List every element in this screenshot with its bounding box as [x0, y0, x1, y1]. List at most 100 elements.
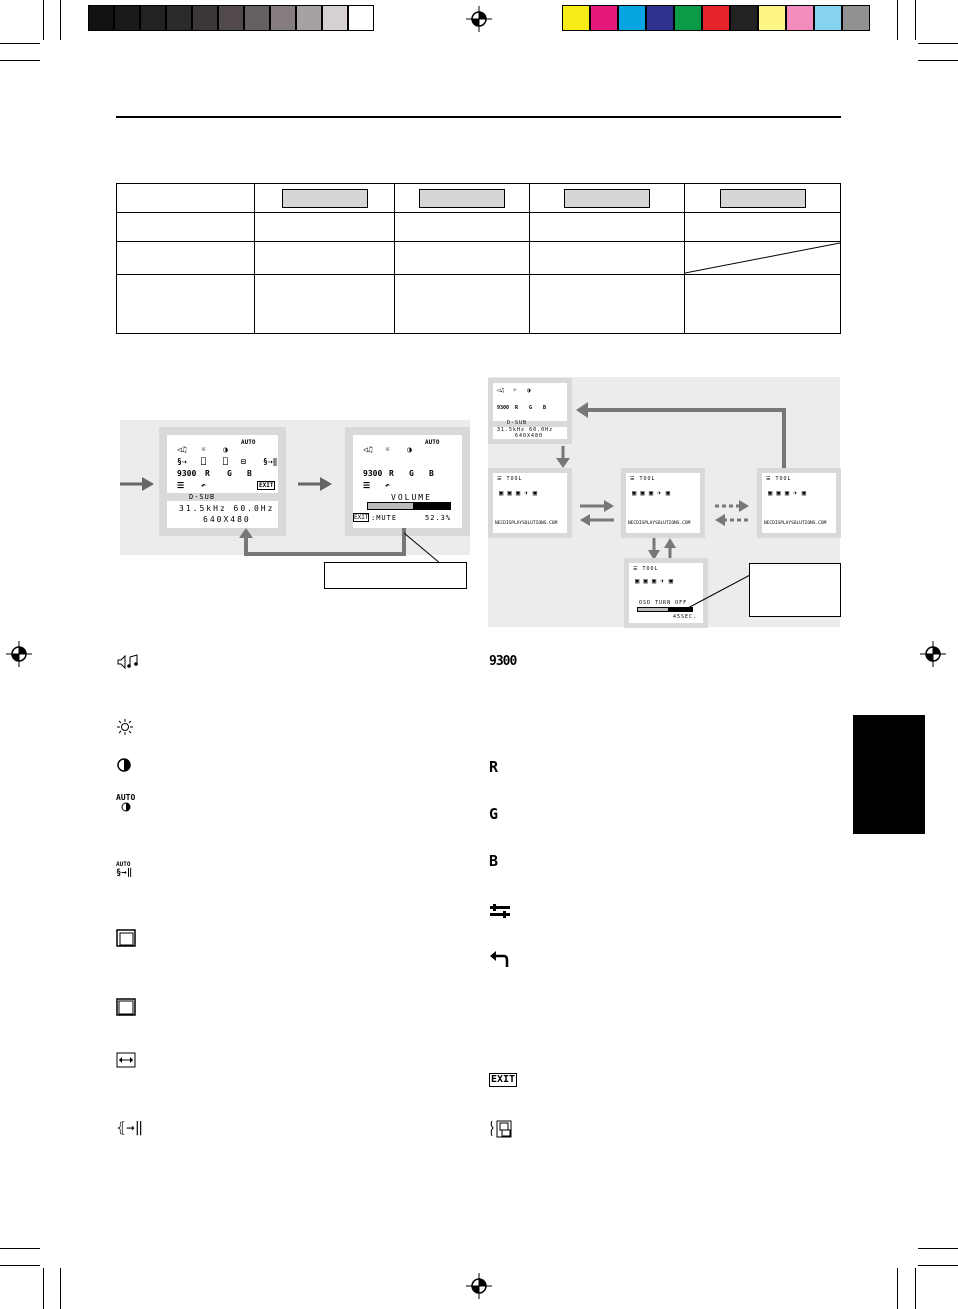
contrast-icon: ◑: [223, 445, 228, 454]
down-up-icon: ⎕: [223, 457, 228, 466]
blue-icon: B: [543, 405, 547, 411]
color-9300-icon: 9300: [489, 654, 517, 669]
gray-swatch: [296, 5, 322, 31]
osd-frequency: 31.5kHz 60.0Hz: [179, 504, 275, 513]
down-up-icon: [116, 998, 136, 1016]
table-cell: [529, 274, 685, 334]
table-cell: [254, 183, 395, 213]
table-row: [116, 212, 841, 242]
table-cell: [684, 274, 841, 334]
osd-turn-off-value: 45SEC.: [673, 614, 698, 620]
blue-icon: B: [429, 469, 434, 478]
gray-swatch: [244, 5, 270, 31]
reset-icon: ↶: [201, 481, 206, 490]
left-right-icon: ⎕: [201, 457, 206, 466]
language-icon: [490, 1120, 512, 1138]
flow-arrow-icon: [556, 446, 570, 468]
table-cell: [529, 241, 685, 275]
header-rule: [116, 116, 841, 118]
tool-icons: ▣ ▣ ▣ ✈ ▣: [632, 489, 670, 497]
tool-icon: [490, 904, 510, 918]
registration-mark-icon: [920, 641, 946, 667]
gray-swatch: [114, 5, 140, 31]
volume-icon: ◁♫: [497, 387, 505, 394]
table-row: [116, 274, 841, 334]
osd-source: D-SUB: [189, 493, 216, 501]
tool-icons: ▣ ▣ ▣ ✈ ▣: [499, 489, 537, 497]
callout-box: [324, 562, 467, 589]
tool-url: NECDISPLAYSOLUTIONS.COM: [628, 521, 691, 526]
osd-tool-screen: ☰ TOOL ▣ ▣ ▣ ✈ ▣ NECDISPLAYSOLUTIONS.COM: [488, 468, 572, 538]
table-cell: [394, 241, 530, 275]
exit-icon: EXIT: [353, 513, 370, 522]
h-size-icon: ⊟: [241, 457, 246, 466]
volume-icon: ◁♫: [177, 445, 187, 454]
registration-mark-icon: [466, 1273, 492, 1299]
brightness-icon: ☼: [201, 445, 206, 454]
osd-volume-screen: ◁♫ ☼ ◑ AUTO 9300 R G B ☰ ↶ VOLUME EXIT :…: [345, 427, 470, 536]
auto-contrast-icon: AUTO: [241, 439, 256, 446]
brightness-icon: ☼: [385, 445, 390, 454]
button-key-box: [281, 188, 368, 208]
osd-turn-off-screen: ☰ TOOL ▣ ▣ ▣ ✈ ▣ OSD TURN OFF 45SEC.: [624, 558, 708, 628]
tool-icon: ☰: [177, 481, 185, 490]
gray-swatch: [192, 5, 218, 31]
table-cell: [254, 274, 395, 334]
controls-table: [116, 183, 841, 334]
osd-frequency: 31.5kHz 60.0Hz: [497, 427, 554, 433]
registration-mark-icon: [6, 641, 32, 667]
volume-level-bar: [367, 502, 451, 510]
color-swatch: [730, 5, 758, 31]
mute-label: :MUTE: [371, 514, 398, 522]
table-cell: [116, 183, 255, 213]
table-cell: [116, 241, 255, 275]
tool-icon: ☰: [363, 481, 371, 490]
color-swatch: [674, 5, 702, 31]
left-right-icon: [116, 929, 136, 947]
green-icon: G: [227, 469, 232, 478]
brightness-icon: ☼: [513, 387, 517, 394]
color-9300-icon: 9300: [497, 405, 510, 411]
return-arrow-icon: [239, 528, 442, 565]
tool-icons: ▣ ▣ ▣ ✈ ▣: [768, 489, 806, 497]
table-cell: [116, 274, 255, 334]
color-swatch: [758, 5, 786, 31]
blue-icon: B: [247, 469, 252, 478]
contrast-icon: ◑: [527, 387, 531, 394]
osd-turn-off-bar: [637, 607, 693, 612]
color-swatch: [562, 5, 590, 31]
section-side-tab: [853, 715, 925, 834]
brightness-icon: [117, 719, 133, 735]
auto-contrast-icon: AUTO: [116, 793, 140, 813]
callout-leader: [685, 575, 751, 610]
tool-title: ☰ TOOL: [497, 476, 523, 482]
red-icon: R: [489, 758, 499, 776]
tool-url: NECDISPLAYSOLUTIONS.COM: [495, 521, 558, 526]
table-cell: [684, 212, 841, 242]
table-header-row: [116, 183, 841, 213]
tool-title: ☰ TOOL: [630, 476, 656, 482]
table-cell: [116, 212, 255, 242]
fine-icon: ⦃→‖: [116, 1120, 144, 1136]
volume-icon: ◁♫: [363, 445, 373, 454]
table-row: [116, 241, 841, 275]
red-icon: R: [389, 469, 394, 478]
flow-arrow-icon: [298, 477, 332, 491]
color-9300-icon: 9300: [177, 469, 197, 478]
tool-title: ☰ TOOL: [633, 566, 659, 572]
table-cell: [394, 183, 530, 213]
contrast-icon: [117, 758, 131, 772]
table-cell: [529, 212, 685, 242]
contrast-icon: ◑: [407, 445, 412, 454]
return-arrow-icon: [576, 402, 786, 470]
blue-icon: B: [489, 852, 499, 870]
swap-arrows-icon: [580, 500, 614, 526]
volume-title: VOLUME: [391, 493, 432, 502]
color-swatch: [646, 5, 674, 31]
osd-main-menu-screen: ◁♫ ☼ ◑ AUTO §⇢ ⎕ ⎕ ⊟ §⇢‖ 9300 R G B ☰ ↶ …: [159, 427, 286, 536]
fine-icon: §⇢‖: [263, 457, 278, 466]
osd-resolution: 640X480: [203, 515, 251, 524]
osd-tool-screen: ☰ TOOL ▣ ▣ ▣ ✈ ▣ NECDISPLAYSOLUTIONS.COM: [757, 468, 841, 538]
up-down-arrows-icon: [648, 538, 676, 560]
color-swatch: [786, 5, 814, 31]
